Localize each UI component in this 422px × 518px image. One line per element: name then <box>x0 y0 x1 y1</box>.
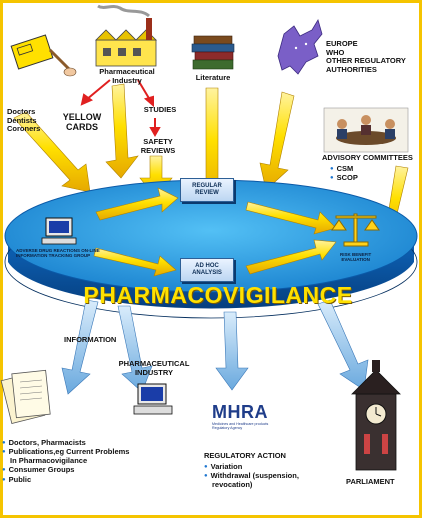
output-industry-label: PHARMACEUTICAL INDUSTRY <box>118 359 190 377</box>
europe-line-4: AUTHORITIES <box>326 64 377 74</box>
information-label: INFORMATION <box>64 335 117 344</box>
arrow-to-industry <box>117 305 153 393</box>
ad-hoc-analysis-box: AD HOC ANALYSIS <box>180 258 234 282</box>
risk-benefit-line-2: EVALUATION <box>341 257 370 263</box>
risk-benefit-label: RISK BENEFIT EVALUATION <box>340 252 371 262</box>
scales-icon <box>331 213 380 247</box>
parliament-label: PARLIAMENT <box>346 477 395 486</box>
arrow-industry-to-disc <box>105 83 139 179</box>
risk-benefit-line-1: RISK BENEFIT <box>340 252 372 257</box>
mhra-logo: MHRA Medicines and Healthcare products R… <box>212 402 282 431</box>
output-industry-line-1: PHARMACEUTICAL <box>118 359 190 368</box>
yellow-cards-label: YELLOW CARDS <box>62 112 102 133</box>
regular-review-line-1: REGULAR <box>192 182 222 189</box>
factory-icon <box>95 4 157 67</box>
adrog-line-2: INFORMATION TRACKING GROUP <box>16 253 91 259</box>
regular-review-line-2: REVIEW <box>195 190 219 196</box>
safety-line-1: SAFETY <box>143 137 173 146</box>
parliament-icon <box>351 360 401 471</box>
europe-map-icon <box>277 19 323 75</box>
doctors-line-1: Doctors <box>7 107 36 116</box>
arrow-to-parliament <box>317 299 369 391</box>
ad-hoc-line-2: ANALYSIS <box>192 270 222 276</box>
documents-icon <box>0 369 51 424</box>
doctors-line-3: Coroners <box>7 124 41 134</box>
europe-line-1: EUROPE <box>326 39 358 48</box>
arrow-to-mhra <box>215 311 249 391</box>
committee-icon <box>323 107 409 153</box>
red-arrows <box>80 79 161 138</box>
mhra-subtitle-1: Medicines and Healthcare products <box>212 422 269 426</box>
arrow-to-public <box>61 299 99 395</box>
advisory-item-csm: CSM <box>330 164 358 173</box>
audience-publications: Publications,eg Current Problems <box>2 447 130 456</box>
regulatory-action-list: Variation Withdrawal (suspension, revoca… <box>204 462 299 489</box>
ad-hoc-line-1: AD HOC <box>195 262 219 269</box>
adrog-label: ADVERSE DRUG REACTIONS ON-LINE INFORMATI… <box>16 248 100 258</box>
europe-label: EUROPE WHO OTHER REGULATORY AUTHORITIES <box>326 39 406 75</box>
regulatory-withdrawal-cont: revocation) <box>212 480 253 490</box>
regulatory-variation: Variation <box>204 462 299 471</box>
output-industry-line-2: INDUSTRY <box>134 367 174 377</box>
computer-icon <box>41 217 77 245</box>
safety-line-2: REVIEWS <box>140 145 176 155</box>
industry-label: Pharmaceutical Industry <box>96 67 158 85</box>
advisory-item-scop: SCOP <box>330 173 358 182</box>
doctors-line-2: Dentists <box>7 115 37 125</box>
audience-consumer-groups: Consumer Groups <box>2 465 129 474</box>
disc-side <box>8 236 414 309</box>
mhra-logo-text: MHRA <box>212 402 268 422</box>
doctors-label: Doctors Dentists Coroners <box>7 107 41 134</box>
outgoing-arrows <box>61 299 369 395</box>
pharmacovigilance-title: PHARMACOVIGILANCE <box>83 282 353 308</box>
yellow-cards-line-2: CARDS <box>65 122 98 133</box>
arrow-europe-to-disc <box>259 91 295 191</box>
industry-line-1: Pharmaceutical <box>99 67 155 76</box>
studies-label: STUDIES <box>143 105 177 114</box>
yellow-card-icon <box>10 34 77 77</box>
arrow-cards-to-disc <box>13 111 91 193</box>
regulatory-withdrawal: Withdrawal (suspension, <box>204 471 299 480</box>
industry-computer-icon <box>133 383 173 415</box>
safety-reviews-label: SAFETY REVIEWS <box>136 137 180 155</box>
mhra-subtitle-2: Regulatory Agency <box>212 425 243 430</box>
europe-line-3: OTHER REGULATORY <box>326 56 406 66</box>
regulatory-action-label: REGULATORY ACTION <box>204 451 286 460</box>
audiences-list: Doctors, Pharmacists Publications,eg Cur… <box>2 438 130 484</box>
advisory-committees-label: ADVISORY COMMITTEES <box>322 153 413 162</box>
industry-line-2: Industry <box>112 75 142 85</box>
regular-review-box: REGULAR REVIEW <box>180 178 234 202</box>
audience-public: Public <box>2 475 129 484</box>
literature-label: Literature <box>195 73 231 82</box>
disc-arrows <box>93 187 337 277</box>
europe-line-2: WHO <box>326 47 345 57</box>
advisory-list: CSM SCOP <box>330 164 358 182</box>
audience-doctors: Doctors, Pharmacists <box>2 438 129 447</box>
yellow-cards-line-1: YELLOW <box>62 112 102 122</box>
audience-publications-cont: In Pharmacovigilance <box>10 456 88 466</box>
books-icon <box>191 35 235 70</box>
adrog-line-1: ADVERSE DRUG REACTIONS ON-LINE <box>16 248 100 253</box>
